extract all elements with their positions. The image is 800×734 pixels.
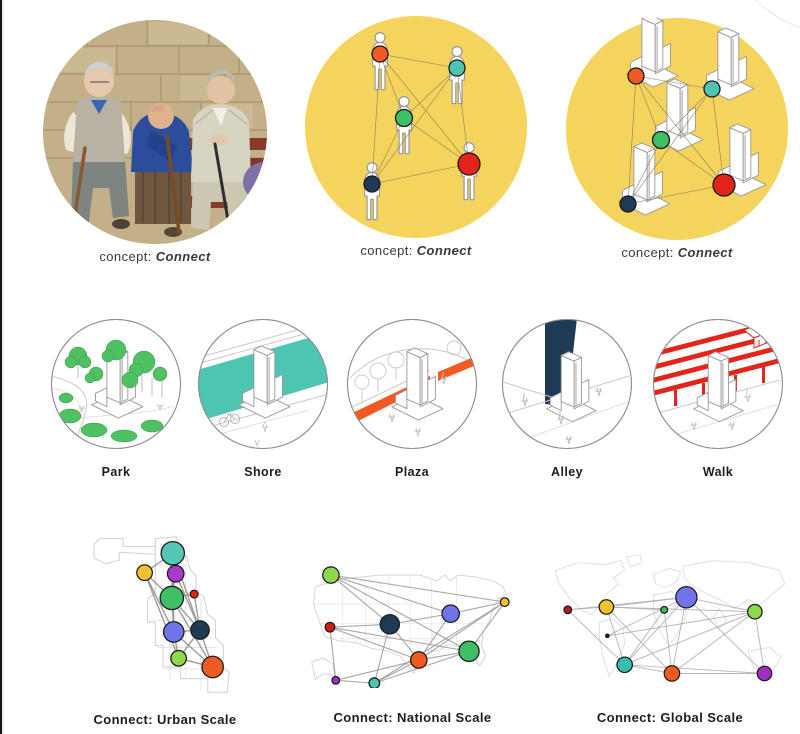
caption-word: Connect: [155, 249, 211, 264]
global-map-figure: Connect: Global Scale: [545, 551, 795, 725]
scene-figure-walk: Walk: [652, 318, 784, 479]
photo-figure: concept: Connect: [43, 20, 267, 264]
people-network-diagram: [305, 16, 527, 238]
walk-scene: [653, 319, 783, 449]
caption-word: Connect: [677, 245, 733, 260]
global-map-caption: Connect: Global Scale: [596, 710, 744, 725]
national-map-figure: Connect: National Scale: [300, 548, 525, 725]
figure-scribbles: [690, 389, 751, 431]
scene-label-alley: Alley: [551, 465, 583, 479]
park-scene: [51, 319, 181, 449]
concept-caption: concept: Connect: [43, 249, 267, 264]
national-scale-map: [311, 566, 510, 688]
man-left: [64, 62, 131, 229]
tree-cluster: [58, 339, 168, 443]
scene-label-plaza: Plaza: [395, 465, 429, 479]
chicago-outline: [93, 536, 230, 693]
concept-caption: concept: Connect: [566, 245, 788, 260]
shore-scene: [198, 319, 328, 449]
alley-scene: [502, 319, 632, 449]
global-scale-map: [554, 554, 786, 682]
urban-map-figure: Connect: Urban Scale: [60, 527, 270, 727]
left-border-line: [0, 0, 2, 734]
building-network-diagram: [566, 18, 788, 240]
scene-label-shore: Shore: [244, 465, 282, 479]
caption-word: Connect: [416, 243, 472, 258]
concept-caption: concept: Connect: [305, 243, 527, 258]
figure-scribbles: [521, 387, 602, 445]
caption-prefix: concept:: [99, 249, 156, 264]
man-middle: [131, 103, 193, 237]
people-network-figure: concept: Connect: [305, 16, 527, 258]
caption-prefix: concept:: [621, 245, 678, 260]
plaza-scene: [347, 319, 477, 449]
tree-outlines: [354, 340, 462, 402]
scene-label-park: Park: [101, 465, 131, 479]
neighbor-right: [243, 162, 267, 244]
national-map-caption: Connect: National Scale: [333, 710, 492, 725]
elderly-men-photo: [43, 20, 267, 244]
plaza-band-right: [438, 356, 476, 381]
scene-label-walk: Walk: [702, 465, 734, 479]
urban-scale-map: [93, 536, 230, 693]
scene-figure-plaza: Plaza: [346, 318, 478, 479]
figure-scribbles: [388, 372, 447, 437]
scene-figure-alley: Alley: [501, 318, 633, 479]
figure-scribbles: [79, 403, 163, 413]
scene-figure-shore: Shore: [197, 318, 329, 479]
caption-prefix: concept:: [360, 243, 417, 258]
scene-figure-park: Park: [50, 318, 182, 479]
figure-scribbles: [254, 421, 268, 447]
yellow-circle: [305, 16, 527, 238]
urban-map-caption: Connect: Urban Scale: [93, 712, 237, 727]
building-network-figure: concept: Connect: [566, 18, 788, 260]
bicycle-scribble: [219, 413, 240, 427]
